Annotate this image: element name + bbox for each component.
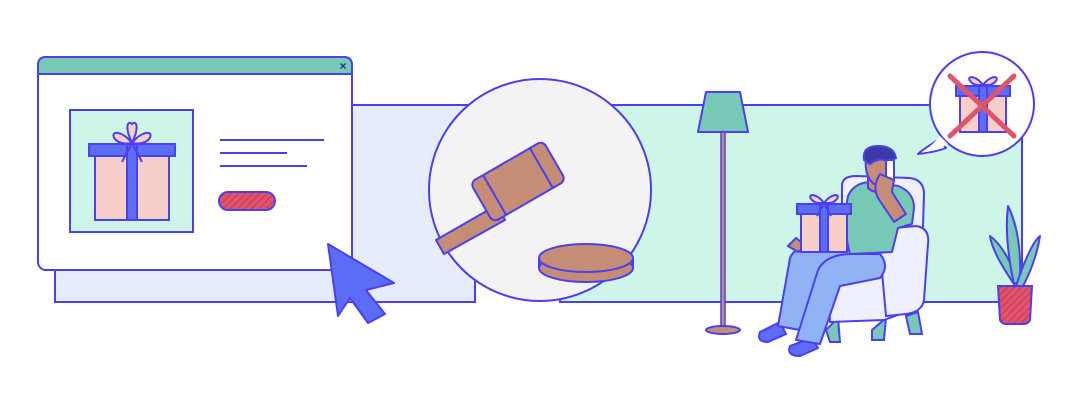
floor-lamp-icon (697, 91, 749, 335)
browser-window: × (37, 56, 353, 271)
close-icon[interactable]: × (339, 59, 346, 73)
speech-bubble-icon (917, 51, 1035, 157)
gift-box-icon (796, 194, 852, 253)
person-on-phone-icon (758, 144, 915, 358)
mouse-pointer-icon (327, 243, 395, 324)
potted-plant-icon (989, 205, 1041, 325)
crossed-out-gift-icon (947, 73, 1017, 139)
gavel-circle (428, 78, 652, 302)
gavel-icon (435, 141, 634, 283)
gift-box-icon (88, 121, 176, 221)
buy-button[interactable] (218, 191, 276, 211)
